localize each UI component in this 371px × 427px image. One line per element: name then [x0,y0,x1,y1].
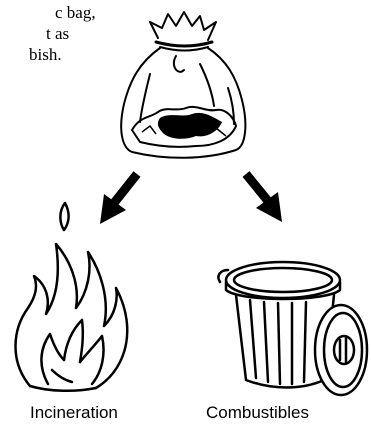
bag-contents-shading [158,113,222,139]
arrow-down-right-icon [246,174,282,222]
caption-incineration: Incineration [30,403,118,423]
flame-icon [16,203,128,391]
caption-combustibles: Combustibles [206,403,309,423]
trash-can-icon [218,262,367,395]
arrow-down-left-icon [100,174,137,224]
